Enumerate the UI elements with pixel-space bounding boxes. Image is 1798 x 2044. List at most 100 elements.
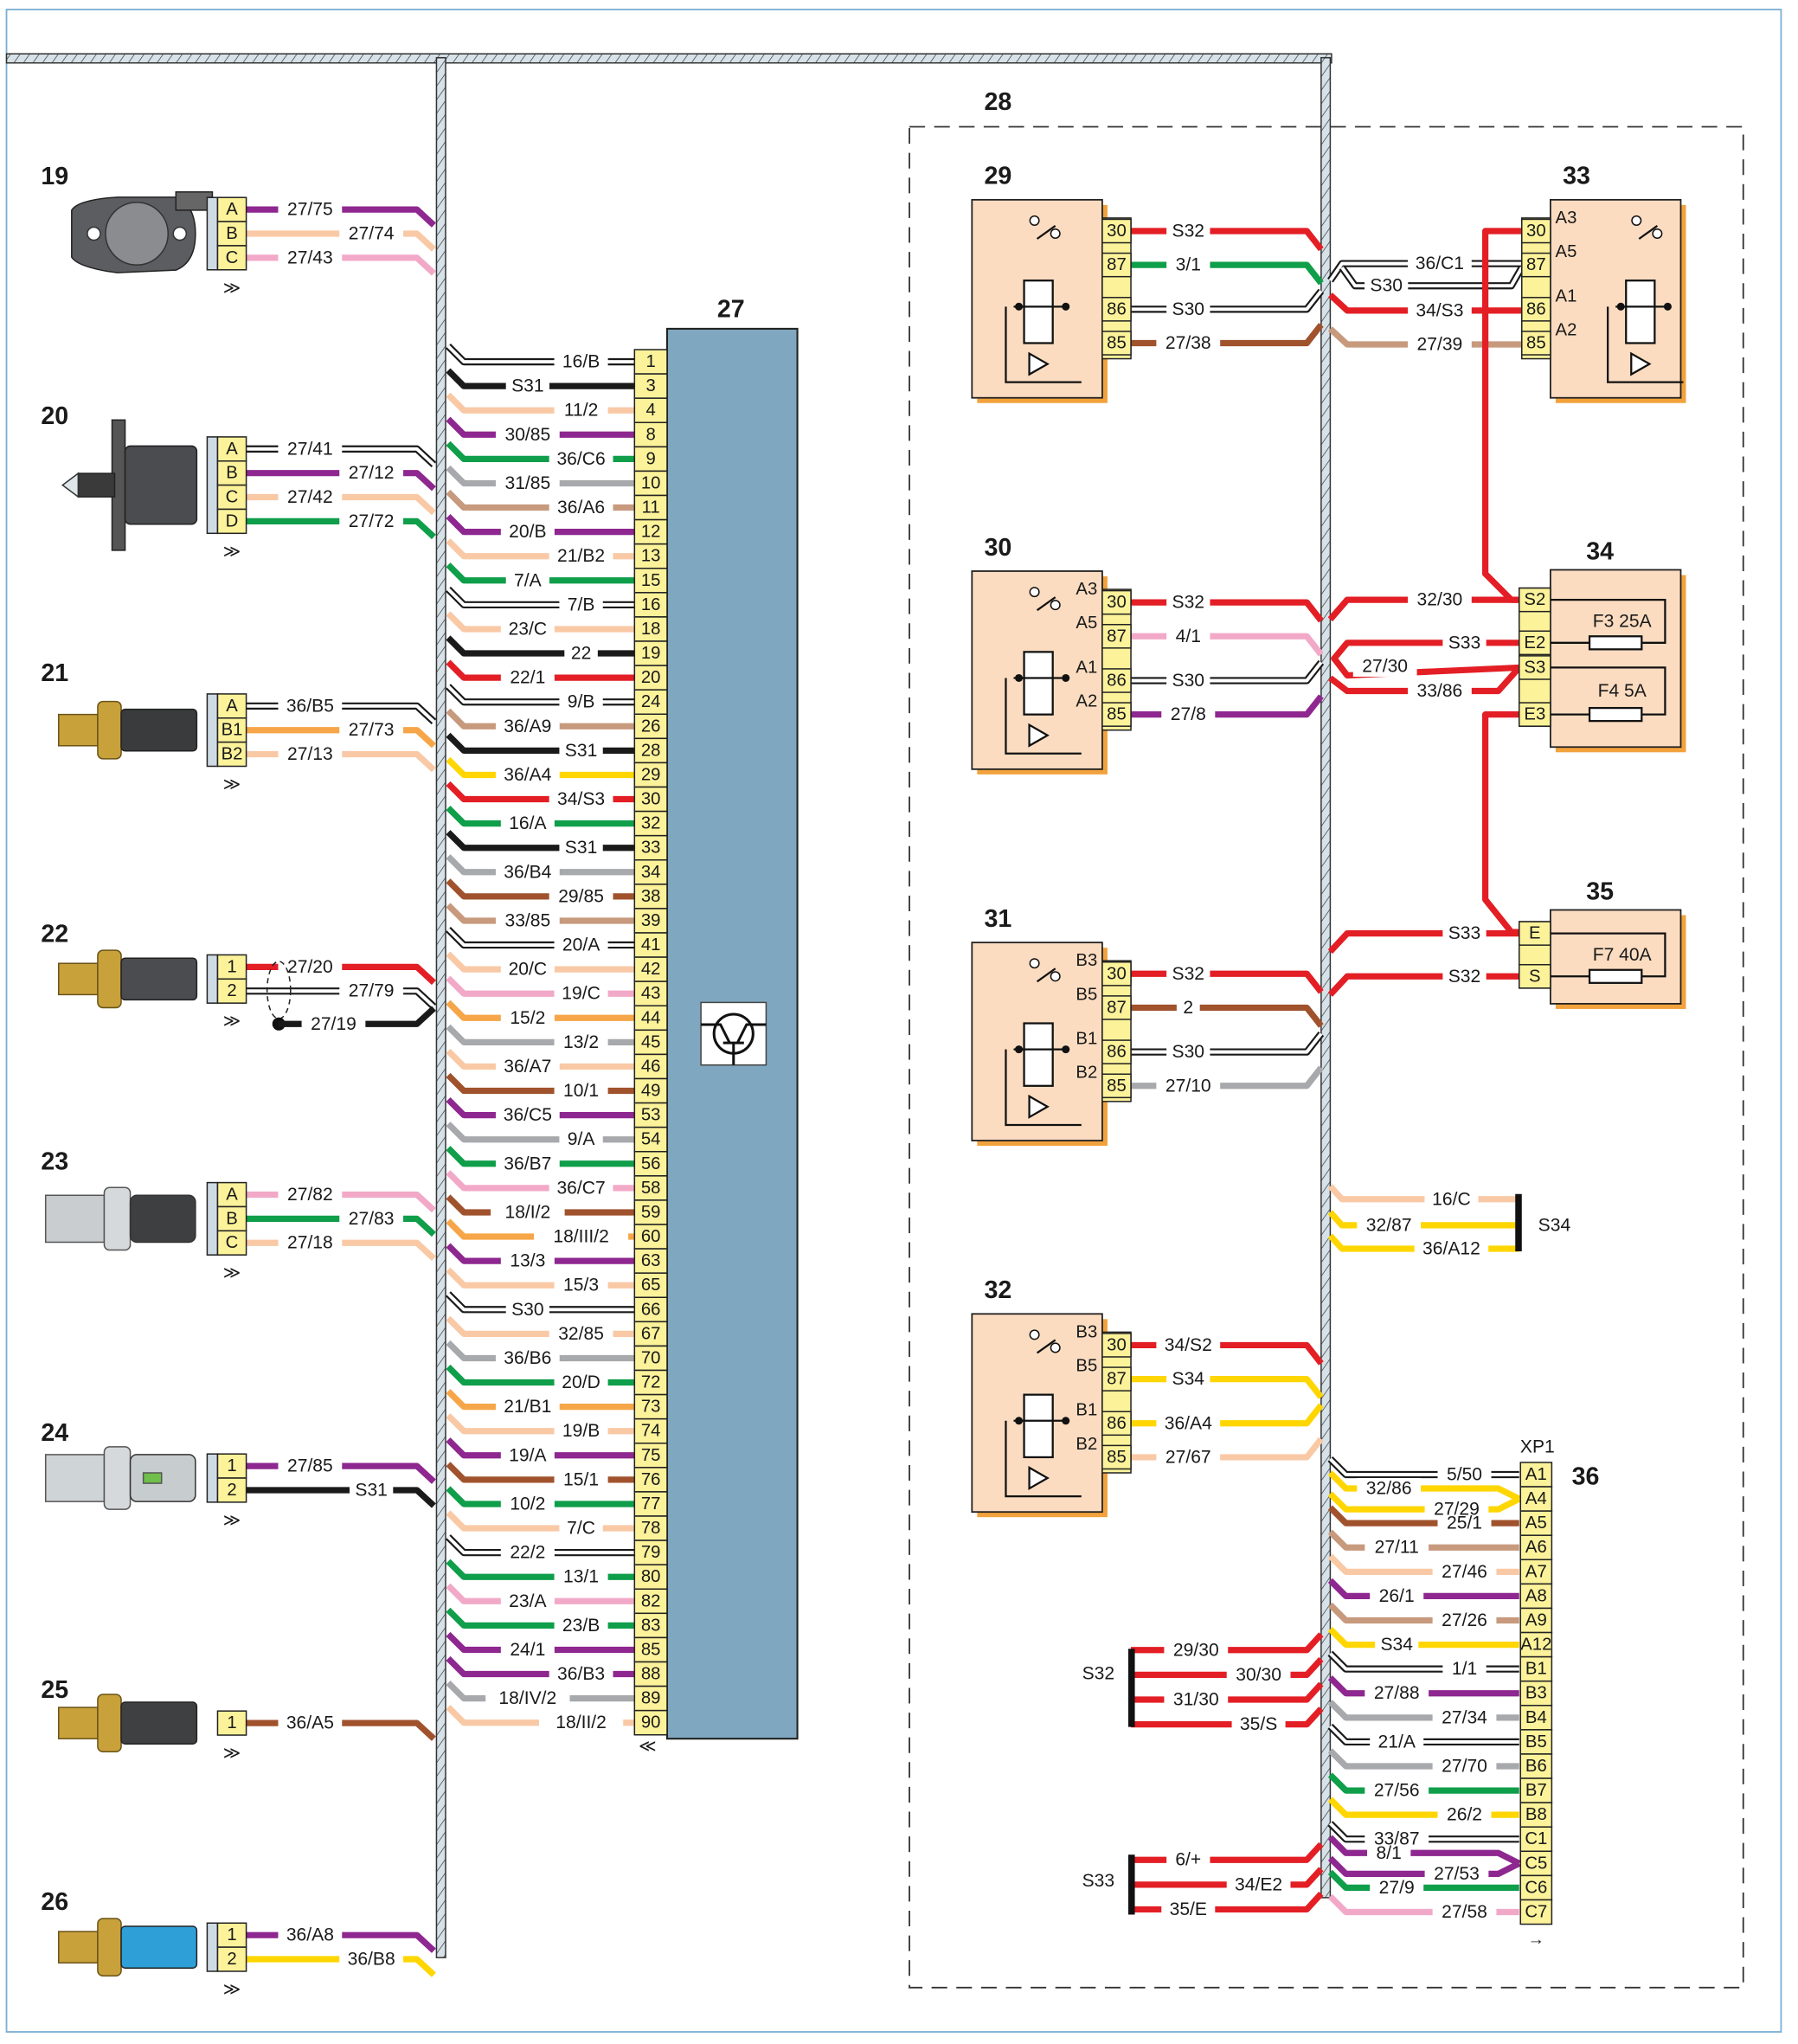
relay-pin-label: 85	[1107, 333, 1127, 352]
connector-symbol: ≫	[223, 1744, 241, 1763]
sensor-19-number: 19	[41, 163, 68, 190]
wire-label-gap	[278, 1713, 343, 1734]
wire-label-gap	[339, 1948, 404, 1970]
wire-32/86	[1327, 1470, 1521, 1502]
wire-label-gap	[278, 247, 343, 268]
sensor-21-pin-B2	[216, 741, 247, 768]
wire-label-gap	[554, 1080, 608, 1102]
wire-label: S33	[1448, 923, 1481, 943]
wire-label-gap	[1437, 1804, 1492, 1826]
wire-22/2-core	[446, 1535, 635, 1555]
pin-label: B	[226, 464, 238, 483]
ecu-pin-26	[633, 713, 668, 740]
wire-label-gap	[554, 351, 608, 373]
connector-36-pin-B4	[1519, 1705, 1553, 1731]
wire-23/C	[446, 611, 635, 633]
wire-36/A7	[446, 1048, 635, 1070]
wire-label: 36/B4	[504, 862, 551, 882]
fuse-pin-S3	[1519, 655, 1551, 680]
wire-label: 32/86	[1366, 1479, 1412, 1499]
connector-36-pin-B8	[1519, 1802, 1553, 1828]
wire-label-gap	[549, 885, 613, 907]
connector-36-pin-label: A5	[1525, 1514, 1547, 1533]
relay-contact-label: A3	[1556, 209, 1577, 228]
wire-label: 27/41	[287, 439, 333, 459]
connector-36-pin-label: B7	[1525, 1781, 1547, 1800]
switch-contact-icon	[1029, 958, 1040, 969]
ecu-pin-label: 59	[641, 1203, 661, 1222]
ecu-pin-label: 10	[641, 473, 661, 492]
sensor-26-pin-2	[216, 1946, 247, 1972]
connector-36-pin-C5	[1519, 1850, 1553, 1877]
ecu-pin-label: 70	[641, 1348, 661, 1367]
relay-29-pin-30	[1101, 218, 1132, 244]
connector-36-pin-A12	[1519, 1631, 1553, 1658]
wire-label: 34/S3	[1416, 300, 1463, 320]
wire-label: 9/B	[568, 692, 595, 712]
wire-27/73	[246, 727, 436, 749]
wire-label-gap	[500, 959, 555, 980]
ecu-pin-label: 24	[641, 692, 661, 711]
wire-label: 26/1	[1379, 1586, 1415, 1606]
connector-side	[206, 1181, 219, 1256]
iac-body	[124, 445, 198, 525]
relay-pin-label: 30	[1526, 222, 1546, 241]
wire-label: 21/B1	[504, 1397, 551, 1417]
wire-S30-core	[446, 1292, 635, 1312]
sensor-connector-body	[120, 1925, 198, 1969]
wire-label-gap	[549, 545, 613, 567]
ecu-pin-label: 67	[641, 1324, 661, 1343]
wire-label: 36/A8	[286, 1925, 334, 1945]
wire-label: 35/S	[1240, 1714, 1277, 1734]
ecu-pin-13	[633, 543, 668, 569]
relay-block-number: 28	[985, 88, 1012, 116]
wire-36/B4	[446, 854, 635, 876]
wire-label-gap	[559, 691, 603, 713]
sensor-connector-body	[120, 1701, 198, 1745]
relay-32-pin-30	[1101, 1333, 1132, 1358]
relay-coil-icon	[1023, 280, 1054, 344]
connector-side	[206, 436, 219, 535]
wire-label-gap	[1352, 655, 1417, 677]
sensor-connector	[129, 1194, 196, 1244]
wire-5/50-core	[1329, 1457, 1519, 1476]
sensor-25-pin-1	[216, 1710, 247, 1736]
wire-label: 23/C	[509, 619, 548, 639]
wire-27/53	[1327, 1855, 1521, 1877]
wire-label-gap	[495, 910, 560, 932]
ecu-pin-label: 44	[641, 1008, 661, 1027]
wire-8/1	[1327, 1835, 1521, 1867]
ecu-pin-label: 30	[641, 790, 661, 809]
connector-36-pin-A5	[1519, 1510, 1553, 1536]
wire-label-gap	[1156, 1075, 1221, 1096]
wire-label-gap	[495, 424, 560, 446]
sensor-connector	[129, 1454, 196, 1502]
wire-label: 36/A4	[504, 765, 551, 785]
ecu-pin-43	[633, 980, 668, 1007]
connector-side	[206, 196, 219, 271]
wire-label: S31	[565, 838, 598, 858]
wire-label-gap	[500, 1542, 555, 1564]
splice-S33-label: S33	[1082, 1871, 1115, 1891]
node-dot	[1015, 302, 1024, 311]
wire-label-gap	[534, 1225, 629, 1248]
wire-label: 34/E2	[1235, 1874, 1282, 1894]
ecu-pin-65	[633, 1272, 668, 1299]
ecu-pin-53	[633, 1102, 668, 1128]
wire-31/85	[446, 465, 635, 487]
sensor-23-device	[44, 1186, 196, 1251]
wire-label-gap	[554, 983, 608, 1005]
wire-label-gap	[559, 594, 603, 615]
relay-30-pin-86	[1101, 668, 1132, 693]
wire-label-gap	[278, 1232, 343, 1254]
ecu-pin-label: 82	[641, 1591, 661, 1610]
ecu-pin-label: 89	[641, 1689, 661, 1708]
wire-label-gap	[505, 569, 549, 591]
sensor-20-pin-D	[216, 508, 247, 535]
wire-27/58	[1327, 1893, 1519, 1916]
wire-label-gap	[1166, 1041, 1210, 1063]
ecu-pin-label: 72	[641, 1373, 661, 1392]
relay-pin-label: 86	[1107, 1414, 1127, 1433]
relay-contact-label: A1	[1556, 286, 1577, 305]
sensor-22-device	[58, 949, 198, 1009]
